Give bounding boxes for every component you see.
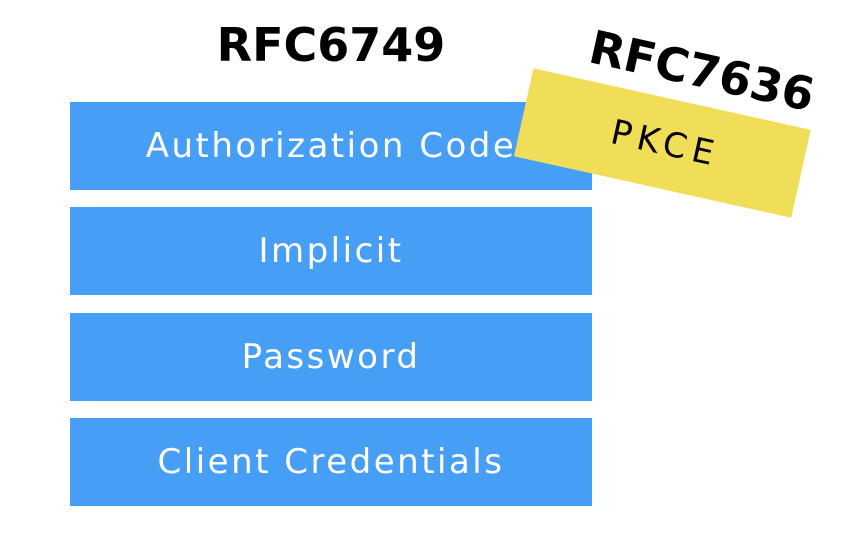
flow-bar-label: Implicit [258, 231, 404, 271]
pkce-label: PKCE [607, 112, 724, 176]
flow-bar-label: Client Credentials [157, 442, 505, 482]
flow-bar-label: Password [241, 337, 421, 377]
rfc6749-title: RFC6749 [216, 18, 446, 72]
flow-bar-authorization-code: Authorization Code [70, 102, 592, 190]
flow-bar-client-credentials: Client Credentials [70, 418, 592, 506]
flow-bar-label: Authorization Code [145, 126, 517, 166]
flow-bar-implicit: Implicit [70, 207, 592, 295]
flow-bar-password: Password [70, 313, 592, 401]
